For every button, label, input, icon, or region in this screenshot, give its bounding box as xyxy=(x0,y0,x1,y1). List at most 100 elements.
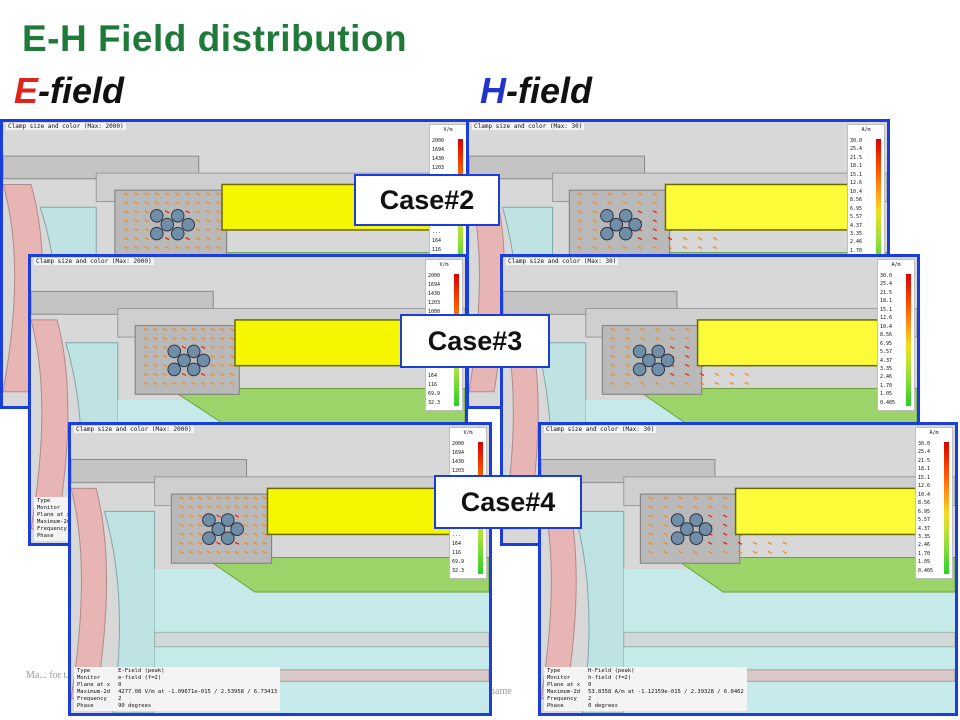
legend-value: ... xyxy=(452,531,462,538)
info-label: Type xyxy=(37,498,51,504)
legend-value: 3.35 xyxy=(880,365,893,372)
case-label-4: Case#4 xyxy=(434,475,582,529)
legend-value: 2000 xyxy=(432,138,445,144)
legend-value: 69.9 xyxy=(428,390,441,397)
legend-value: 1.70 xyxy=(880,382,893,389)
case-label-3: Case#3 xyxy=(400,314,550,368)
legend-value: 69.9 xyxy=(452,558,465,565)
legend-value: 10.4 xyxy=(850,188,863,195)
info-label: Type xyxy=(547,668,561,674)
info-label: Phase xyxy=(37,533,54,539)
panel-title: Clamp size and color (Max: 2000) xyxy=(74,426,194,433)
legend-values: 20001694143012031000..................16… xyxy=(428,274,440,406)
legend-value: 4.37 xyxy=(880,357,893,364)
legend-unit: V/m xyxy=(463,430,473,436)
legend-color-bar xyxy=(944,442,949,574)
legend-unit: A/m xyxy=(929,430,939,436)
legend-value: 2000 xyxy=(428,273,441,279)
legend-value: 15.1 xyxy=(918,474,931,481)
field-simulation-scene xyxy=(71,425,489,713)
info-value: 0 xyxy=(588,682,592,688)
info-box: Type H-Field (peak) Monitor h-field (f=2) Pl… xyxy=(544,667,747,711)
legend-value: 1694 xyxy=(428,282,441,289)
info-label: Phase xyxy=(77,703,94,709)
legend-value: 18.1 xyxy=(850,163,863,170)
legend-value: 5.57 xyxy=(850,214,863,221)
legend-value: 1.70 xyxy=(850,247,863,254)
info-label: Monitor xyxy=(37,505,61,511)
info-value: 2 xyxy=(118,696,122,702)
panel-title: Clamp size and color (Max: 2000) xyxy=(34,258,154,265)
legend-value: 21.5 xyxy=(918,457,931,464)
info-label: Type xyxy=(77,668,91,674)
legend-value: 5.57 xyxy=(880,349,893,356)
legend-value: 2.46 xyxy=(918,542,931,549)
legend-value: 0.405 xyxy=(918,567,934,574)
legend-color-bar xyxy=(876,139,881,271)
info-label: Phase xyxy=(547,703,564,709)
legend-value: 10.4 xyxy=(918,491,931,498)
info-label: Maximum-2d xyxy=(77,689,111,695)
e-field-heading-rest: -field xyxy=(38,70,125,111)
slide-title: E-H Field distribution xyxy=(22,18,408,59)
legend-unit: V/m xyxy=(439,262,449,268)
panel-title: Clamp size and color (Max: 2000) xyxy=(6,123,126,130)
field-simulation-scene xyxy=(541,425,955,713)
legend-value: 1203 xyxy=(432,165,445,172)
info-value: 0 degrees xyxy=(588,703,618,709)
legend-value: 18.1 xyxy=(880,298,893,305)
info-value: 0 xyxy=(118,682,122,688)
info-label: Plane at x xyxy=(37,512,71,518)
legend-unit: V/m xyxy=(443,127,453,133)
case-label-2: Case#2 xyxy=(354,174,500,226)
legend-value: 15.1 xyxy=(880,306,893,313)
legend-value: 6.95 xyxy=(880,340,893,347)
info-value: 2 xyxy=(588,696,592,702)
info-label: Maximum-2d xyxy=(37,519,71,525)
e-field-heading: E-field xyxy=(14,70,124,112)
info-label: Frequency xyxy=(37,526,67,532)
legend-value: 1694 xyxy=(432,147,445,154)
info-value: e-field (f=2) xyxy=(118,675,162,681)
legend-value: 4.37 xyxy=(850,222,863,229)
legend-value: 1430 xyxy=(428,291,441,298)
legend-value: 1430 xyxy=(432,156,445,163)
legend-value: 1694 xyxy=(452,450,465,457)
footer-left-text: Ma... for t... xyxy=(26,670,74,681)
info-value: H-Field (peak) xyxy=(588,668,635,674)
legend-value: 6.95 xyxy=(918,508,931,515)
legend-value: 1203 xyxy=(452,468,465,475)
legend-value: 21.5 xyxy=(850,154,863,161)
legend-value: 1000 xyxy=(428,309,441,316)
legend-value: 32.3 xyxy=(452,567,465,574)
legend-value: 8.56 xyxy=(918,500,931,507)
info-value: 90 degrees xyxy=(118,703,152,709)
e-field-heading-accent: E xyxy=(14,70,39,111)
legend-value: 1.05 xyxy=(918,559,931,566)
h-field-heading-rest: -field xyxy=(506,70,592,111)
legend-value: 1430 xyxy=(452,459,465,466)
legend-value: 3.35 xyxy=(850,230,863,237)
legend-value: 18.1 xyxy=(918,466,931,473)
legend-value: 21.5 xyxy=(880,289,893,296)
info-value: 4277.08 V/m at -1.09671e-015 / 2.53958 /… xyxy=(118,689,278,695)
legend-value: 116 xyxy=(452,549,462,556)
legend-value: 32.3 xyxy=(428,399,441,406)
info-label: Plane at x xyxy=(547,682,581,688)
info-value: E-Field (peak) xyxy=(118,668,165,674)
legend-value: 8.56 xyxy=(880,332,893,339)
info-value: h-field (f=2) xyxy=(588,675,632,681)
info-label: Monitor xyxy=(77,675,101,681)
legend-value: 6.95 xyxy=(850,205,863,212)
info-label: Monitor xyxy=(547,675,571,681)
legend-value: 1.05 xyxy=(880,391,893,398)
panel-title: Clamp size and color (Max: 30) xyxy=(472,123,585,130)
legend-value: 0.405 xyxy=(880,399,896,406)
legend-value: 2.46 xyxy=(880,374,893,381)
